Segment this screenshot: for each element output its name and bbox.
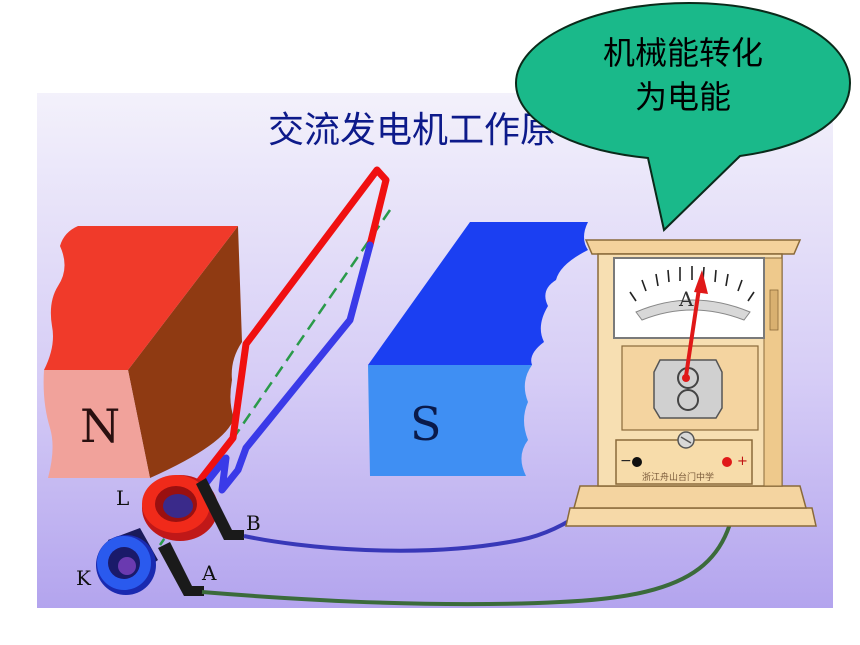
meter-scale: [629, 266, 755, 302]
speech-bubble-shape: [514, 1, 852, 232]
speech-bubble: 机械能转化 为电能: [514, 1, 852, 232]
bubble-line-1: 机械能转化: [603, 34, 763, 72]
north-magnet-front-lower: [43, 370, 150, 478]
armature-coil: [161, 166, 390, 539]
slip-ring-k: K: [76, 528, 158, 595]
north-magnet-front-upper: [44, 226, 238, 370]
brush-b-label: B: [246, 511, 261, 535]
ring-k-label: K: [76, 566, 92, 590]
positive-terminal: [722, 457, 732, 467]
plus-sign: +: [737, 454, 748, 469]
south-magnet: S: [368, 222, 588, 476]
brush-a-label: A: [201, 561, 217, 585]
minus-sign: −: [620, 453, 632, 469]
slip-ring-l: L: [116, 475, 218, 541]
rotation-axis: [158, 209, 392, 546]
diagram-title: 交流发电机工作原: [268, 110, 556, 151]
wire-green: [201, 462, 740, 607]
coil-red-segment: [190, 166, 390, 492]
school-label: 浙江舟山台门中学: [642, 471, 714, 483]
north-pole-label: N: [80, 399, 120, 453]
bubble-line-2: 为电能: [635, 78, 731, 116]
coil-blue-segment: [161, 241, 374, 539]
north-magnet: N: [43, 226, 242, 478]
negative-terminal: [632, 457, 642, 467]
ammeter: A − + 浙江舟山台门中学: [565, 239, 817, 527]
south-magnet-front-upper: [368, 222, 588, 365]
ring-l-label: L: [116, 486, 129, 510]
meter-top: [584, 239, 802, 255]
meter-base: [565, 507, 817, 527]
south-pole-label: S: [410, 397, 442, 451]
meter-needle: [684, 281, 702, 377]
meter-unit-label: A: [678, 287, 694, 311]
south-magnet-front-lower: [368, 365, 532, 476]
meter-dial: [613, 257, 765, 339]
north-magnet-side: [128, 226, 242, 478]
brush-b: B: [196, 478, 261, 540]
brush-a: A: [158, 542, 217, 596]
